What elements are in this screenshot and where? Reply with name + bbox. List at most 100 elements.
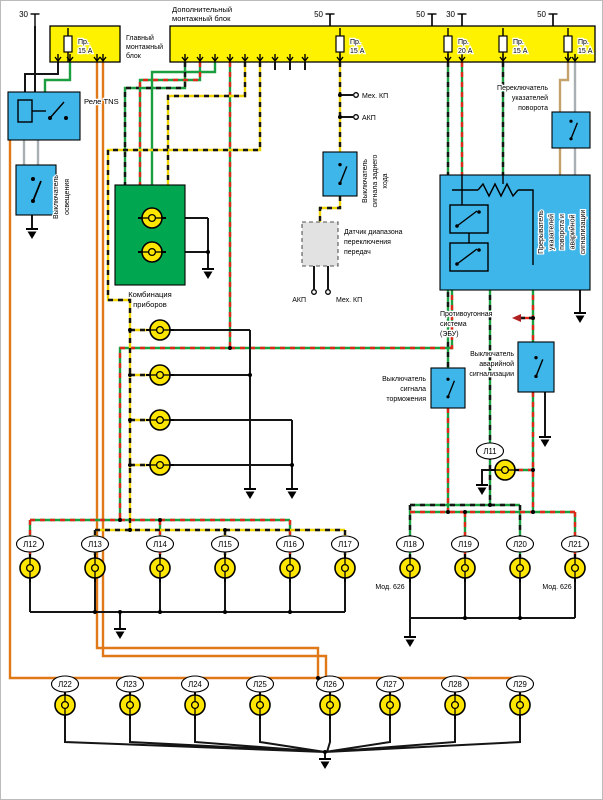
lamp-l28 [444,690,466,720]
lamp-l24 [184,690,206,720]
lamp-l29 [509,690,531,720]
wire-black-sensor-stubs [313,266,329,289]
lamp-l14 [149,553,171,583]
wire-green-block-relay [43,62,72,92]
wire-black-l11-gnd [481,469,495,485]
lamp-label: Л12 [23,540,37,549]
fuse2-label-1: Пр. [458,39,469,46]
wire-orange-left-run2 [101,62,328,678]
akp-label: АКП [362,115,376,122]
wire-orange-bottom-bus [8,140,520,680]
lamp-label: Л23 [123,680,137,689]
wire-black-pin-stubs [274,62,306,70]
ground-symbol [243,488,257,500]
add-block-label-1: Дополнительный [172,5,232,14]
fuse3-label-2: 15 А [513,48,528,55]
lamp-l23 [119,690,141,720]
connector-akp [353,114,359,120]
wire-black-front-lamp-grounds [29,578,346,629]
wire-black-bottom-lamp-grounds [64,716,521,759]
blocks-group [7,25,596,409]
fuse3-label-1: Пр. [513,39,524,46]
terminal-leads [329,14,554,26]
hazard-switch-box [517,341,555,393]
wire-yellowblack-middle-taps [130,328,150,467]
wires-group [8,26,581,759]
terminal-50-label: 50 [416,10,425,19]
ground-symbol [285,488,299,500]
mech-lower-label: Мех. КП [336,297,362,304]
hazard-switch-label-2: аварийной [479,360,514,368]
lamp-label: Л29 [513,680,527,689]
light-switch-box [15,164,57,216]
cluster-label-1: Комбинация [128,290,172,299]
brake-switch-label-3: торможения [386,396,426,403]
hazard-switch-label-1: Выключатель [470,351,514,358]
antitheft-label-3: (ЭБУ) [440,331,459,338]
relay-tns-label: Реле TNS [84,97,119,106]
mod626-label-l18: Мод. 626 [375,584,404,591]
lamp-badge-l19: Л19 [450,535,480,553]
lamp-badge-l16: Л16 [275,535,305,553]
lamp-l26 [319,690,341,720]
lamp-label: Л13 [88,540,102,549]
lamp-badge-l13: Л13 [80,535,110,553]
flasher-internals [449,175,534,272]
lamp-label: Л27 [383,680,397,689]
connector-mech-kp [353,92,359,98]
reverse-switch-label-2: сигнала заднего [372,154,379,207]
fuse4-label-2: 15 А [578,48,593,55]
wire-black-middle-grounds [170,329,293,489]
relay-tns-internals [17,99,68,123]
lamp-label: Л19 [458,540,472,549]
lamp-label: Л17 [338,540,352,549]
wire-tan-fuse-turnswitch [558,62,570,112]
lamp-badge-l29: Л29 [505,675,535,693]
akp-lower-label: АКП [292,297,306,304]
ground-symbol [318,758,332,770]
lamp-badge-l18: Л18 [395,535,425,553]
turn-switch-box [551,111,591,149]
wire-greenred-hazard-down [516,392,535,512]
wire-black-kp-taps [340,94,353,118]
resistor-symbol [477,182,519,198]
terminal-30-label: 30 [446,10,455,19]
ground-symbol [538,436,552,448]
range-sensor-label-1: Датчик диапазона [344,229,403,236]
antitheft-arrow [512,314,521,322]
flasher-label-5: сигнализации [580,210,587,255]
lamp-label: Л28 [448,680,462,689]
wire-orange-left-run [95,62,320,678]
range-sensor-label-2: переключения [344,239,391,246]
cluster-label-2: приборов [133,300,167,309]
ground-symbol [25,228,39,240]
lamp-l21 [564,553,586,583]
wire-greenred-cluster-feed [138,62,202,185]
lamp-label: Л22 [58,680,72,689]
lamp-l19 [454,553,476,583]
lamp-badge-l22: Л22 [50,675,80,693]
turn-switch-label-2: указателей [512,94,548,102]
turn-switch-label-3: поворота [518,105,548,112]
wire-yellowblack-reverse-chain [318,62,342,222]
lamp-middle-3 [145,409,175,431]
lamp-badge-l24: Л24 [180,675,210,693]
flasher-label-3: поворота и [559,214,566,250]
main-fuse-label-1: Пр. [78,39,89,46]
mod626-label-l21: Мод. 626 [542,584,571,591]
wire-black-block-relay [24,62,59,92]
ground-symbol [201,268,215,280]
lamp-l27 [379,690,401,720]
lamp-middle-1 [145,319,175,341]
lamp-badge-l23: Л23 [115,675,145,693]
ground-symbol [113,628,127,640]
terminal-50-label: 50 [537,10,546,19]
flasher-label-1: Прерыватель [538,210,545,254]
fuse1-label-1: Пр. [350,39,361,46]
flasher-label-2: указателей [548,214,556,250]
ground-symbol [573,312,587,324]
lamp-badge-l21: Л21 [560,535,590,553]
additional-fuse-block [169,25,596,63]
